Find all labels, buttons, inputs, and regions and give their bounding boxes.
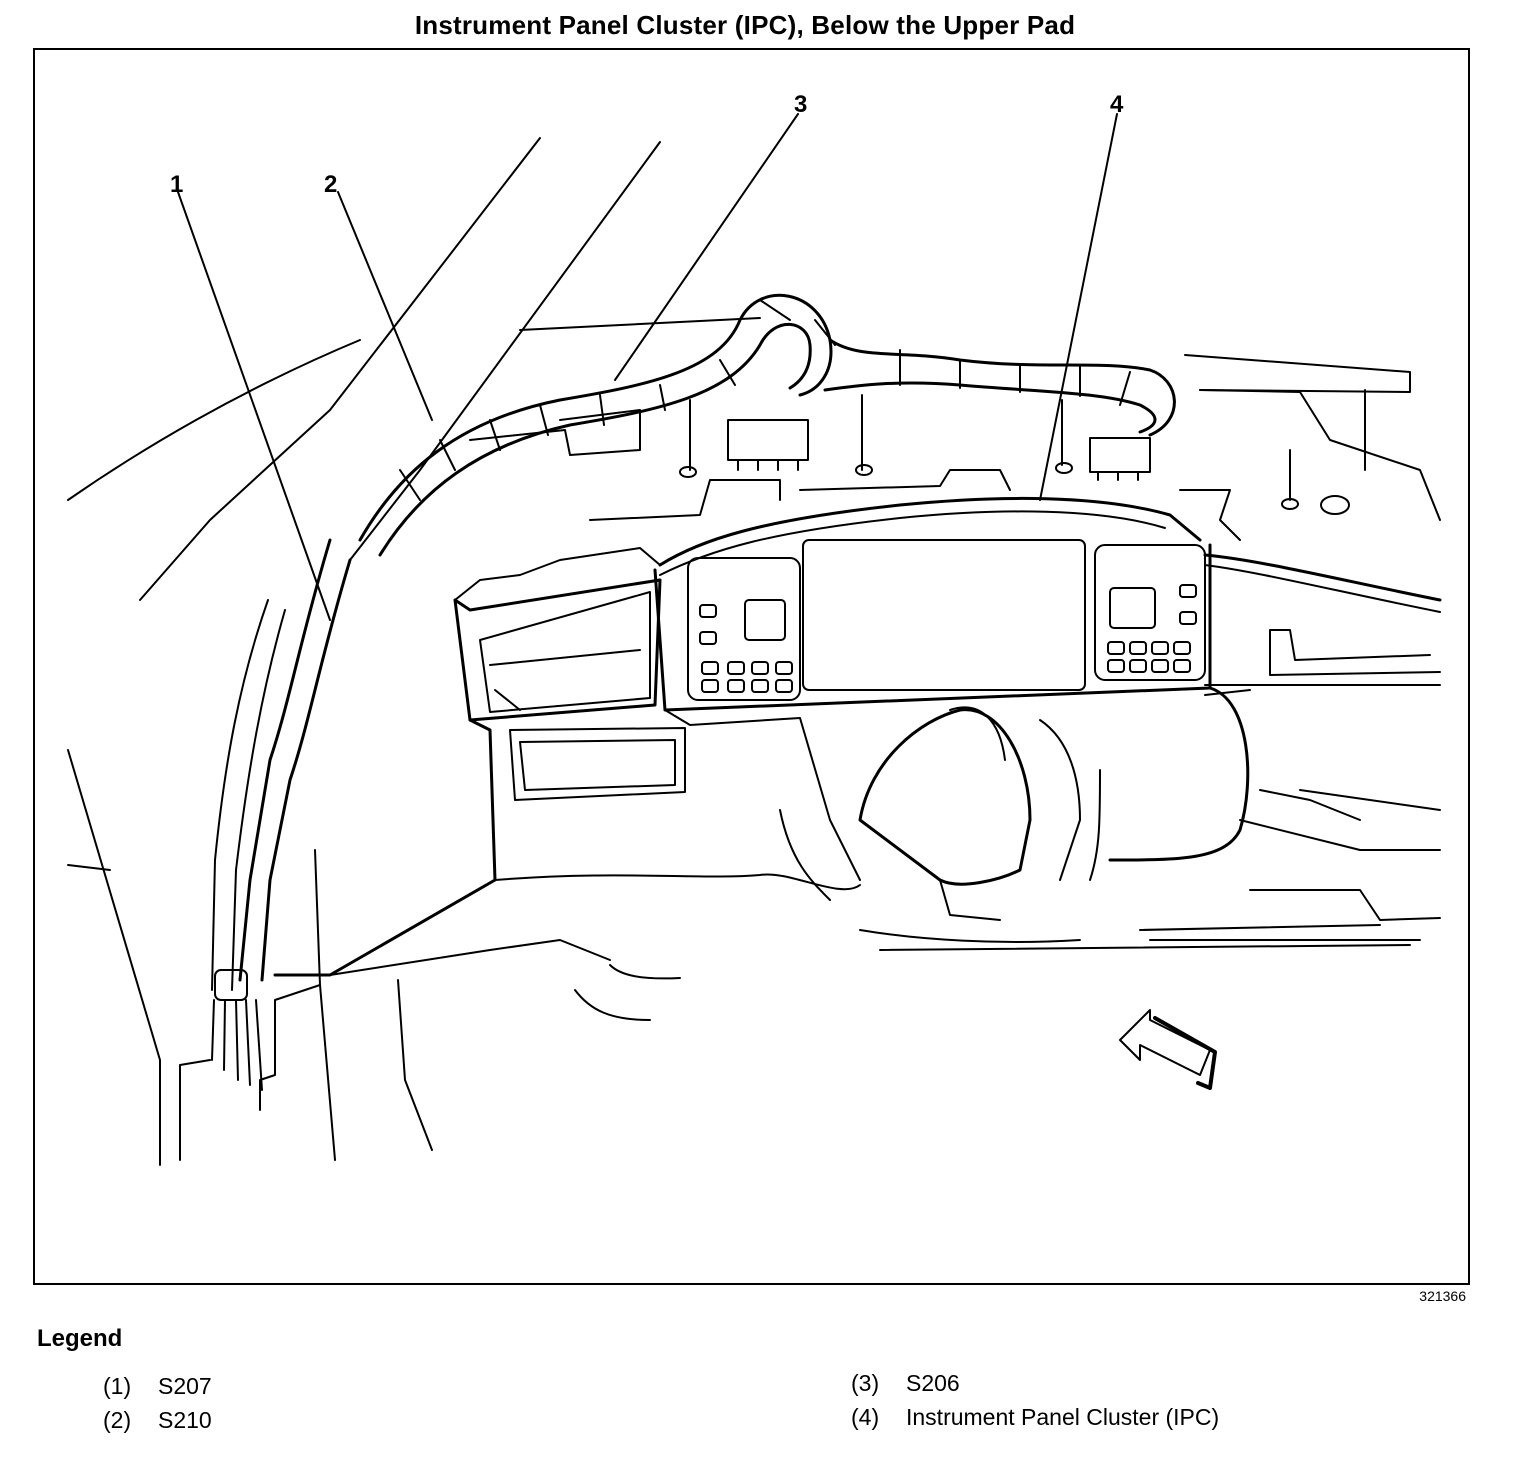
legend-column-left: (1) S207 (2) S210 <box>103 1373 212 1441</box>
cluster-button-grid <box>699 584 1197 693</box>
legend-item-label: S210 <box>158 1407 212 1433</box>
legend-item-number: (3) <box>851 1370 880 1396</box>
diagram-title: Instrument Panel Cluster (IPC), Below th… <box>414 10 1076 40</box>
legend-item: (1) S207 <box>103 1373 212 1407</box>
legend-item-label: S206 <box>906 1370 960 1396</box>
view-direction-arrow-icon <box>1119 1009 1217 1090</box>
legend-item: (3) S206 <box>851 1370 1219 1404</box>
legend-heading: Legend <box>37 1325 123 1352</box>
legend-item-number: (1) <box>103 1373 132 1399</box>
legend-column-right: (3) S206 (4) Instrument Panel Cluster (IPC… <box>851 1370 1219 1438</box>
legend-item-number: (4) <box>851 1404 880 1430</box>
callout-2: 2 <box>324 171 337 198</box>
legend-item-label: S207 <box>158 1373 212 1399</box>
legend-item-label: Instrument Panel Cluster (IPC) <box>906 1404 1220 1430</box>
callout-3: 3 <box>794 91 807 118</box>
figure-id: 321366 <box>1419 1288 1466 1304</box>
callout-4: 4 <box>1110 91 1124 118</box>
illustration-frame <box>33 48 1470 1285</box>
callout-1: 1 <box>170 171 183 198</box>
legend-item-number: (2) <box>103 1407 132 1433</box>
legend-item: (4) Instrument Panel Cluster (IPC) <box>851 1404 1219 1438</box>
legend-item: (2) S210 <box>103 1407 212 1441</box>
